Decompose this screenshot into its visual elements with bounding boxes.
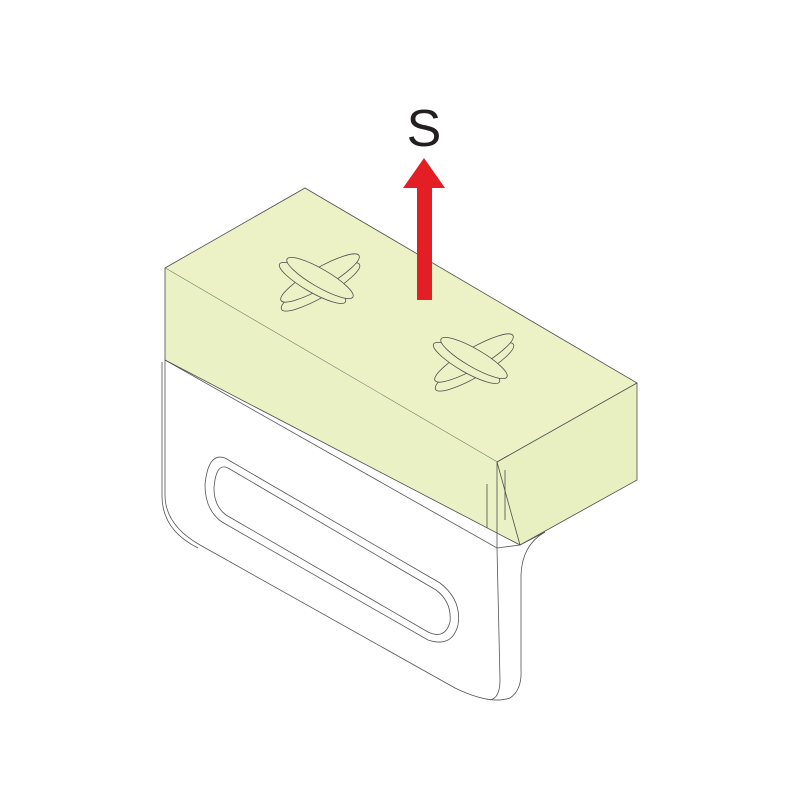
slot-inner [213, 466, 451, 635]
mounting-bracket [161, 359, 546, 701]
bracket-outer-arc [161, 362, 199, 549]
arrow-up-icon [403, 158, 445, 300]
arrow-shaft [417, 186, 432, 300]
pole-label: S [407, 100, 442, 158]
slot-outer [204, 456, 459, 643]
corner-lines [486, 470, 506, 528]
magnet-block [164, 187, 638, 548]
arrow-head [403, 158, 445, 188]
screw-cross-mark [278, 253, 515, 392]
magnet-side-face [496, 382, 638, 546]
magnet-front-edge [164, 268, 521, 546]
magnet-front-face [165, 268, 520, 545]
bracket-inner-edge [489, 547, 501, 701]
